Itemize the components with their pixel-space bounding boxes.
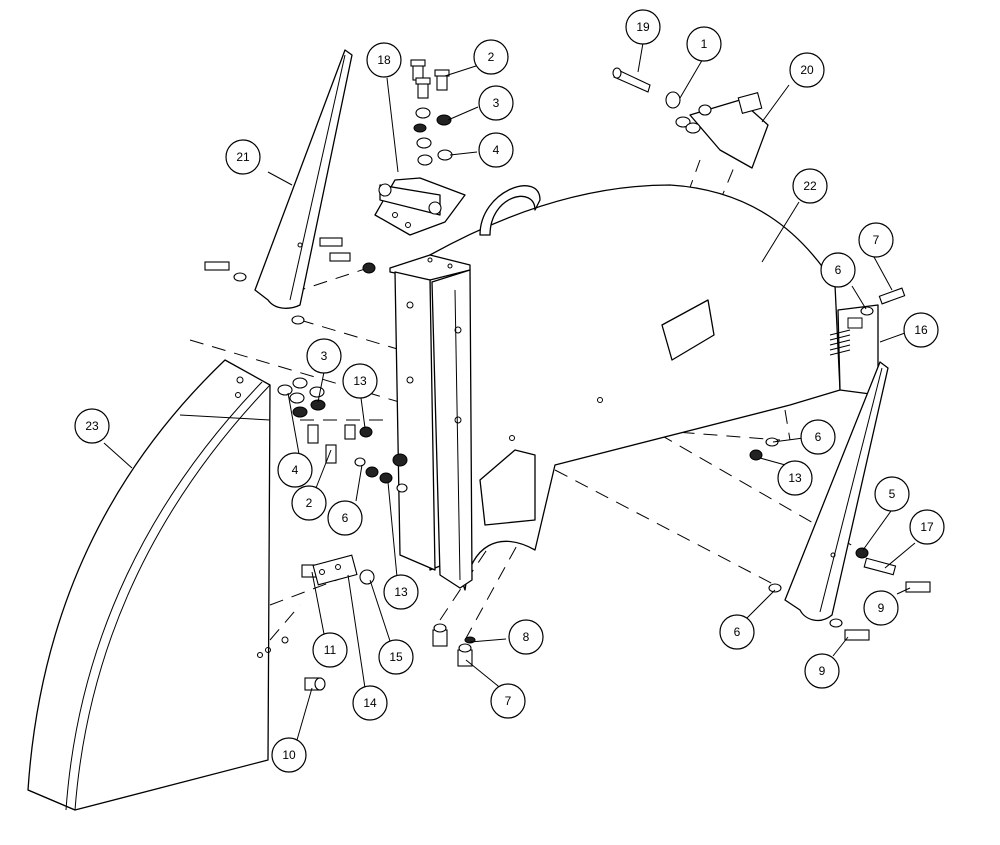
arm-right xyxy=(784,361,889,622)
callout-label: 11 xyxy=(324,643,337,657)
callout-17: 17 xyxy=(909,509,945,545)
callout-11: 11 xyxy=(312,632,348,668)
leader-lines xyxy=(103,42,916,741)
callout-label: 4 xyxy=(292,463,299,477)
callout-8: 8 xyxy=(508,619,544,655)
callout-13: 13 xyxy=(342,363,378,399)
callout-label: 9 xyxy=(878,601,885,615)
callout-label: 23 xyxy=(85,419,99,433)
callout-6: 6 xyxy=(800,419,836,455)
callout-label: 3 xyxy=(321,349,328,363)
callout-23: 23 xyxy=(74,408,110,444)
callout-label: 10 xyxy=(282,748,296,762)
callout-14: 14 xyxy=(352,685,388,721)
callout-label: 14 xyxy=(363,696,377,710)
hardware-bottom-left xyxy=(256,554,375,691)
hinge-part-18 xyxy=(374,177,466,236)
callout-13: 13 xyxy=(777,460,813,496)
ring-part-1 xyxy=(665,91,681,109)
hardware-bottom-center xyxy=(432,623,476,667)
callout-label: 19 xyxy=(636,20,650,34)
callout-label: 18 xyxy=(377,53,391,67)
callout-label: 15 xyxy=(389,650,403,664)
callout-15: 15 xyxy=(378,639,414,675)
callout-16: 16 xyxy=(903,312,939,348)
callout-3: 3 xyxy=(306,338,342,374)
callout-2: 2 xyxy=(291,485,327,521)
callout-label: 1 xyxy=(701,37,708,51)
callout-label: 21 xyxy=(236,150,250,164)
callout-label: 22 xyxy=(803,179,817,193)
callout-9: 9 xyxy=(863,590,899,626)
pin-part-19 xyxy=(612,67,651,93)
callout-20: 20 xyxy=(789,52,825,88)
callout-9: 9 xyxy=(804,653,840,689)
callout-label: 6 xyxy=(815,430,822,444)
callout-6: 6 xyxy=(820,252,856,288)
callout-4: 4 xyxy=(277,452,313,488)
callout-3: 3 xyxy=(478,85,514,121)
housing-part-22 xyxy=(389,184,841,591)
callout-label: 20 xyxy=(800,63,814,77)
callout-5: 5 xyxy=(874,476,910,512)
callout-2: 2 xyxy=(473,39,509,75)
callout-7: 7 xyxy=(858,222,894,258)
callout-label: 6 xyxy=(835,263,842,277)
callout-6: 6 xyxy=(719,614,755,650)
latch-part-20 xyxy=(675,92,769,169)
callout-label: 13 xyxy=(394,585,408,599)
callout-label: 7 xyxy=(505,694,512,708)
callout-21: 21 xyxy=(225,139,261,175)
callout-4: 4 xyxy=(478,132,514,168)
callout-label: 13 xyxy=(353,374,367,388)
callout-1: 1 xyxy=(686,26,722,62)
callout-label: 5 xyxy=(889,487,896,501)
hardware-top xyxy=(410,59,453,166)
callout-18: 18 xyxy=(366,42,402,78)
callout-label: 9 xyxy=(819,664,826,678)
callout-label: 13 xyxy=(788,471,802,485)
callout-label: 16 xyxy=(914,323,928,337)
callout-label: 3 xyxy=(493,96,500,110)
callout-label: 2 xyxy=(488,50,495,64)
callout-label: 6 xyxy=(342,511,349,525)
vent-slots xyxy=(829,329,851,356)
callout-label: 6 xyxy=(734,625,741,639)
hardware-left xyxy=(277,377,408,493)
callout-label: 8 xyxy=(523,630,530,644)
callout-label: 7 xyxy=(873,233,880,247)
callouts: 1 2 2 3 3 4 4 5 6 6 6 6 7 7 8 9 9 10 11 … xyxy=(74,9,945,773)
callout-label: 17 xyxy=(920,520,934,534)
guard-part-23 xyxy=(27,359,289,811)
callout-13: 13 xyxy=(383,574,419,610)
hardware-arm-21 xyxy=(204,237,376,325)
hardware-right xyxy=(749,287,931,641)
callout-19: 19 xyxy=(625,9,661,45)
callout-10: 10 xyxy=(271,737,307,773)
callout-label: 4 xyxy=(493,143,500,157)
callout-22: 22 xyxy=(792,168,828,204)
callout-label: 2 xyxy=(306,496,313,510)
callout-7: 7 xyxy=(490,683,526,719)
callout-6: 6 xyxy=(327,500,363,536)
arm-part-21 xyxy=(254,49,353,309)
